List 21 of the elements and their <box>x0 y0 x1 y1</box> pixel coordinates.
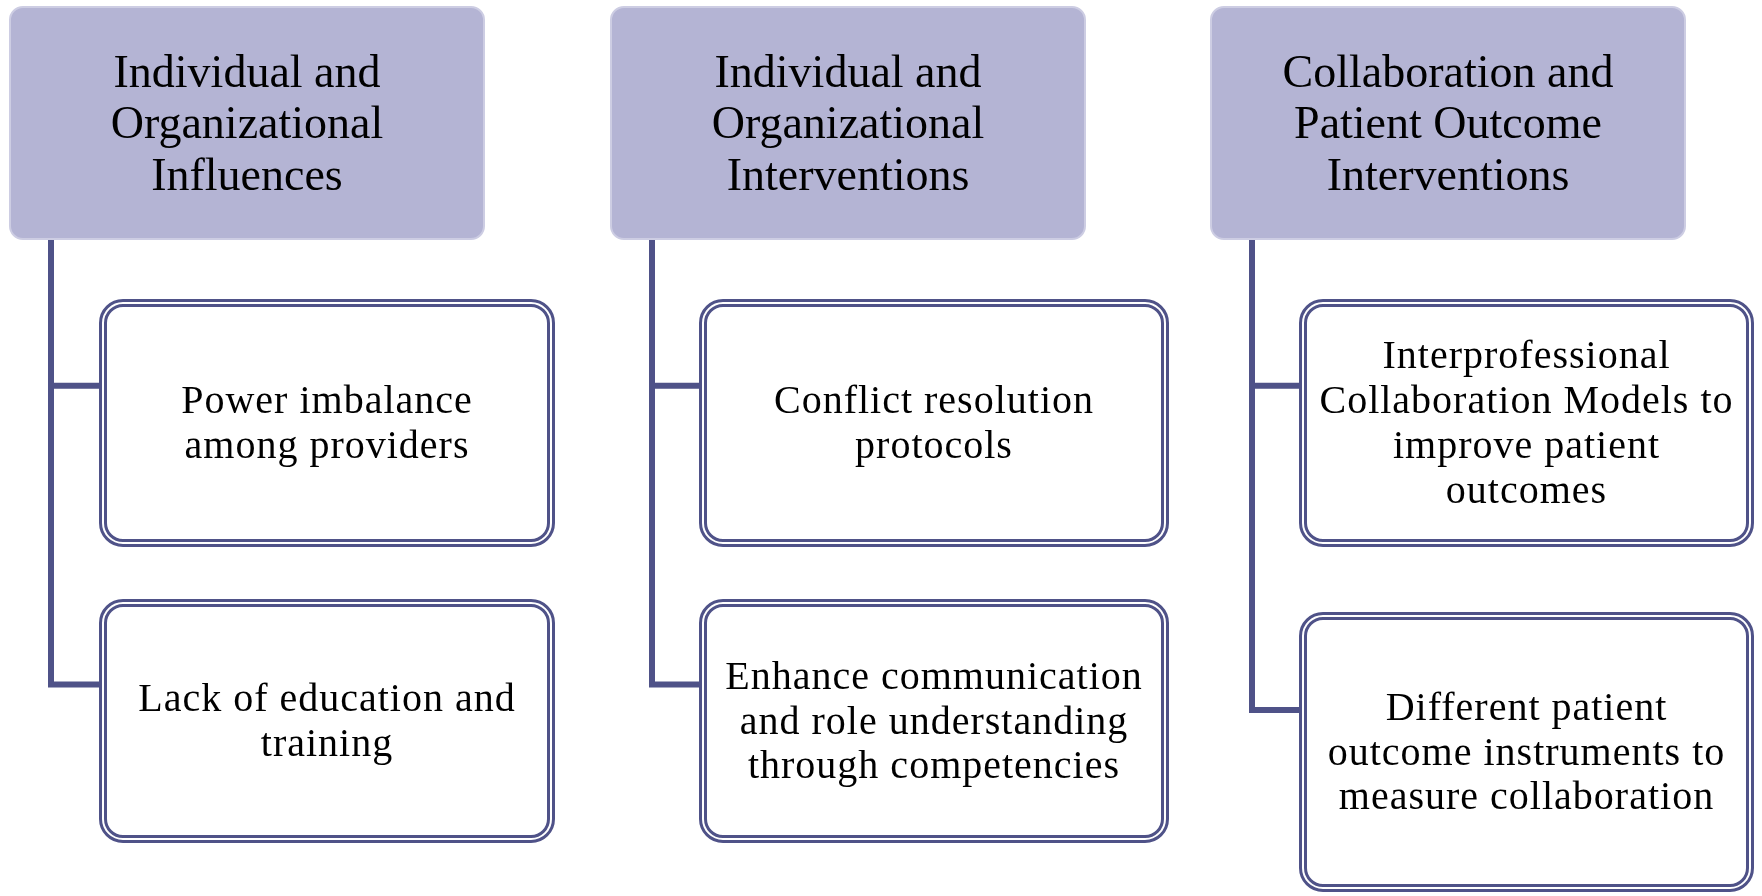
header-box <box>610 6 1086 240</box>
box-text: Power imbalance among providers <box>180 378 474 468</box>
box-text: Conflict resolution protocols <box>772 378 1096 468</box>
box-text: Interprofessional Collaboration Models to improve patient outcomes <box>1319 333 1734 513</box>
item-box <box>99 599 555 843</box>
item-box <box>699 299 1169 547</box>
box-text: Enhance communication and role understanding through competencies <box>724 653 1144 789</box>
box-text: Different patient outcome instruments to measure collaboration <box>1326 684 1727 820</box>
item-box <box>99 299 555 547</box>
box-text: Individual and Organizational Influences <box>109 45 385 201</box>
box-text: Individual and Organizational Interventions <box>710 45 986 201</box>
box-text: Collaboration and Patient Outcome Interventions <box>1281 45 1615 201</box>
connector-line <box>649 240 699 688</box>
box-text: Lack of education and training <box>137 676 517 766</box>
item-box <box>1299 299 1754 547</box>
connector-line <box>48 240 99 688</box>
connector-line <box>1249 240 1299 713</box>
item-box <box>1299 612 1754 892</box>
header-box <box>1210 6 1686 240</box>
item-box <box>699 599 1169 843</box>
header-box <box>9 6 485 240</box>
